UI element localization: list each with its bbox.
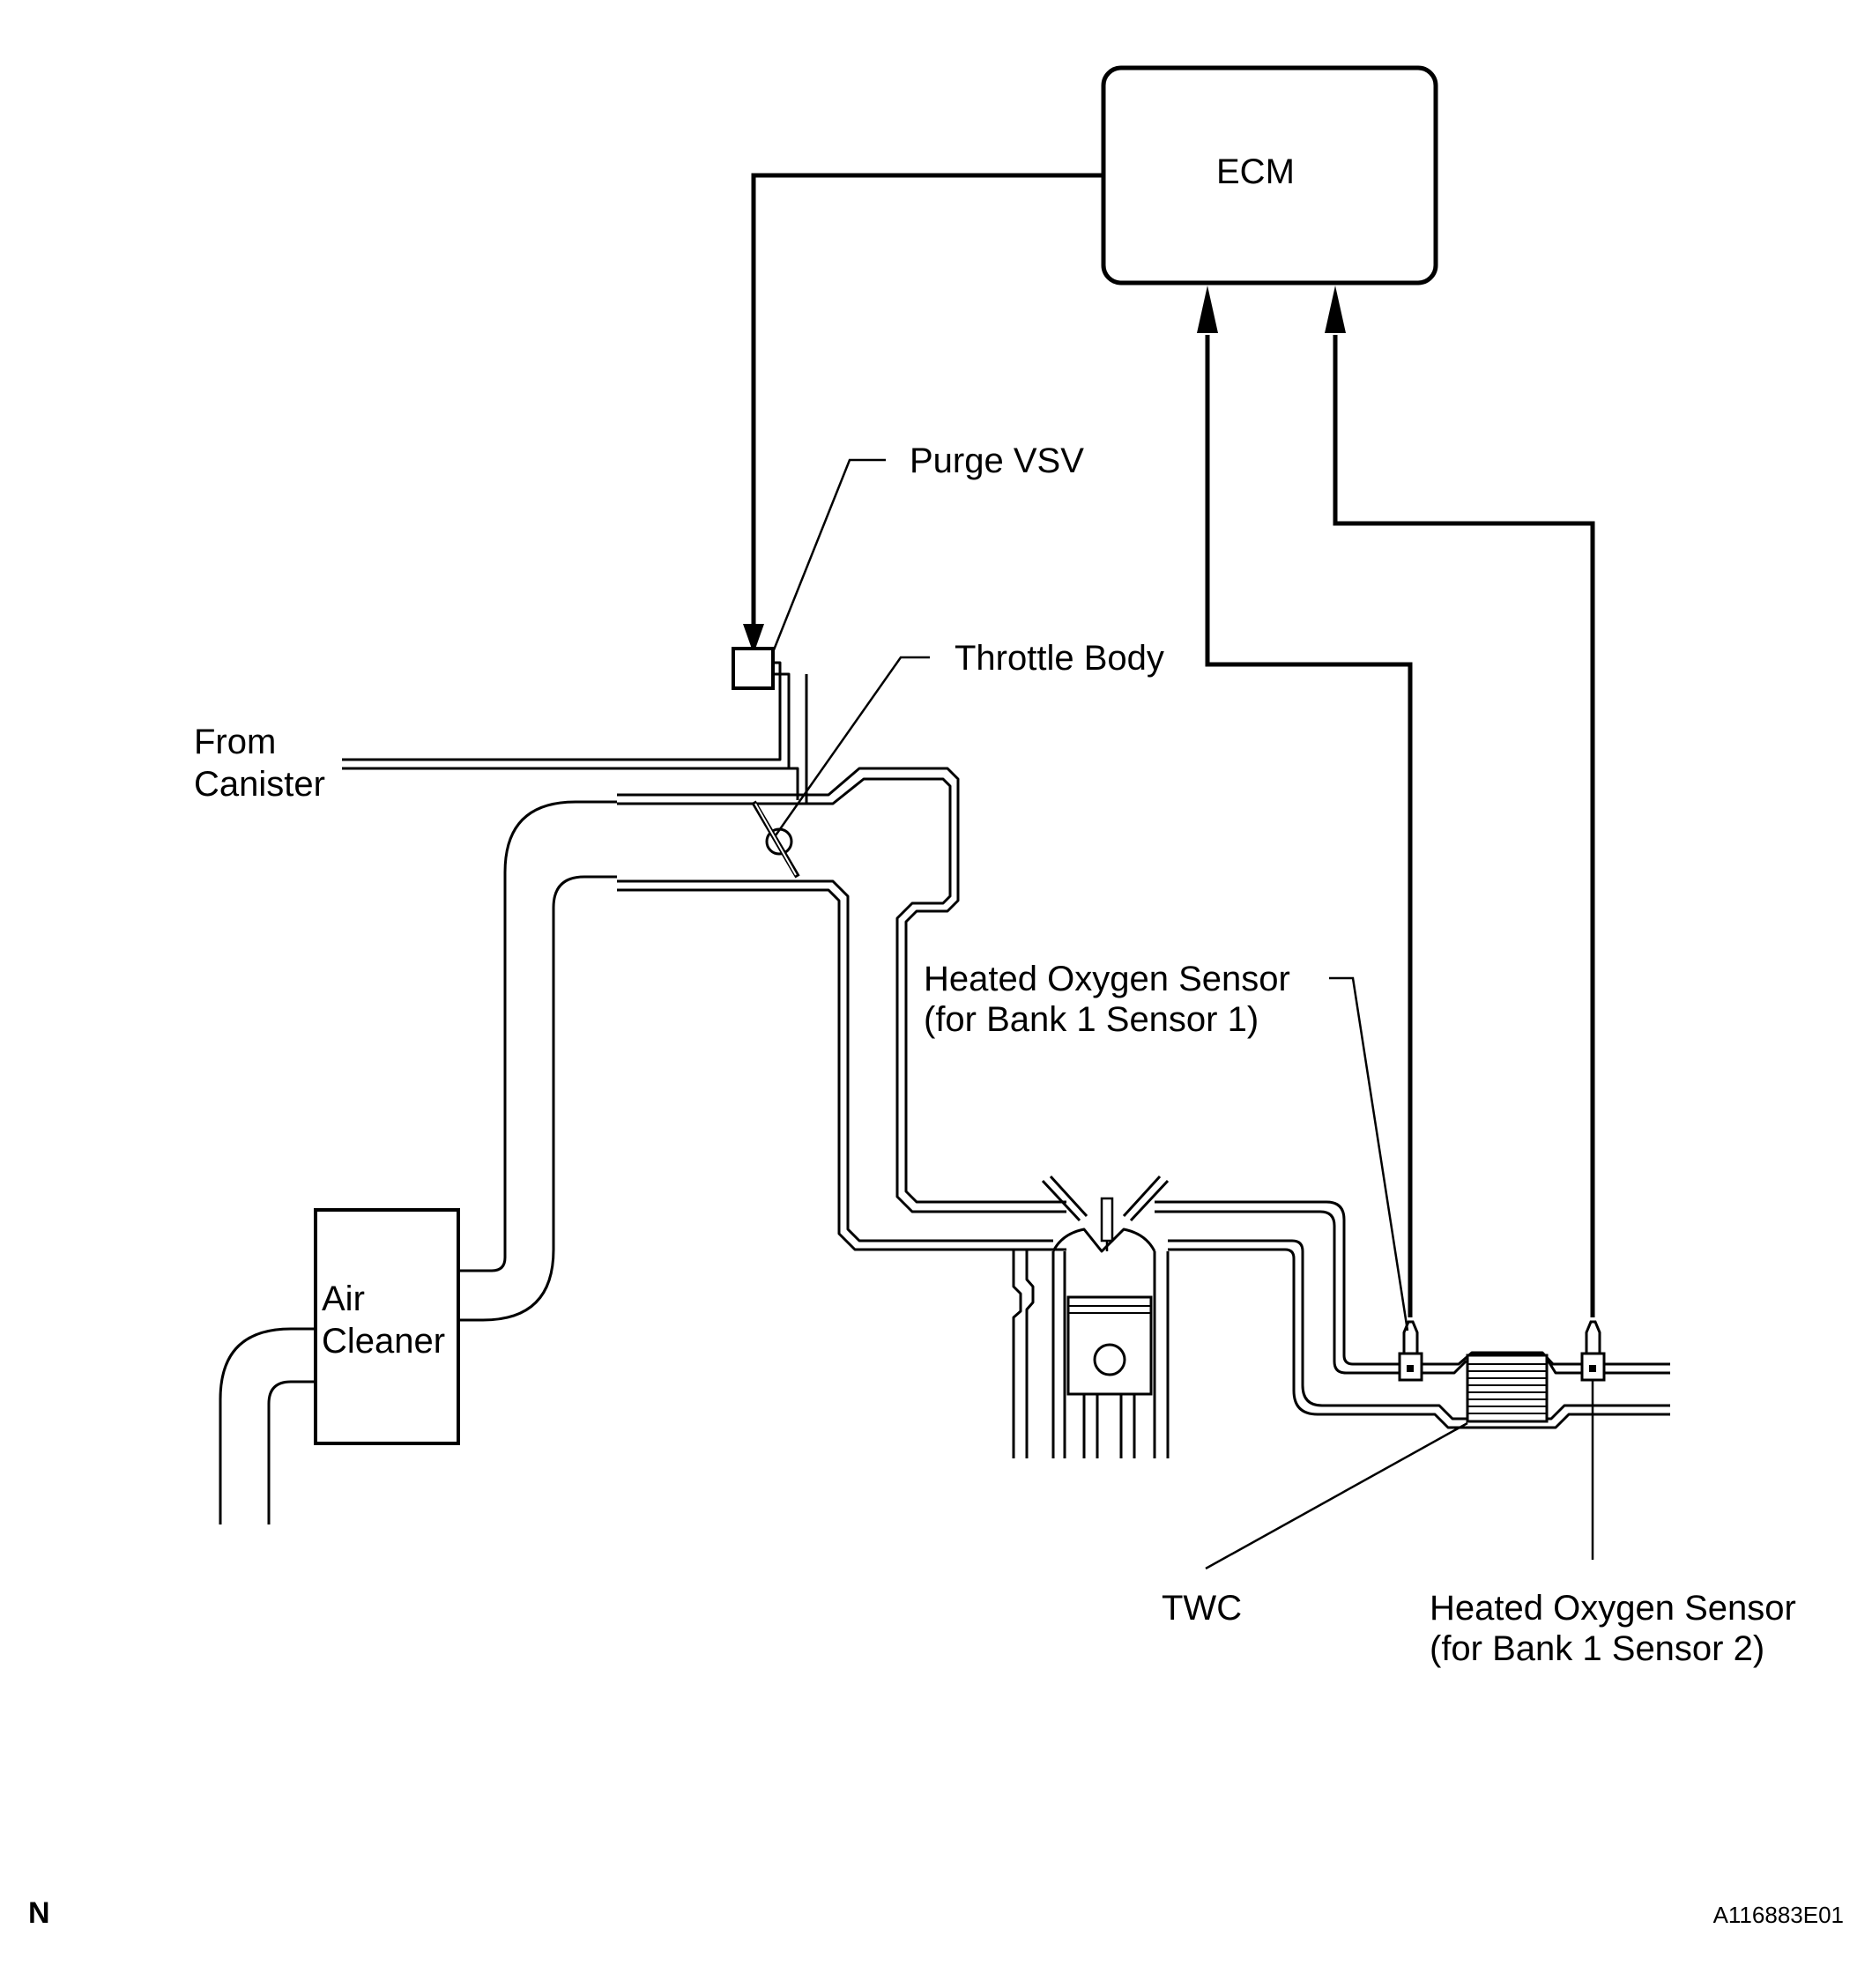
ho2s-b1s1-arrowhead [1197, 286, 1218, 333]
air-cleaner-label-2: Cleaner [322, 1322, 445, 1361]
twc-converter [1466, 1354, 1549, 1423]
purge-vsv-arrowhead [743, 624, 764, 654]
ho2s-b1s1-label-1: Heated Oxygen Sensor [924, 960, 1290, 998]
ho2s-b1s1-signal-wire [1205, 335, 1413, 1317]
throttle-body-label: Throttle Body [955, 639, 1164, 678]
throttle-body-leader [774, 656, 930, 836]
ho2s-b1s2-label-2: (for Bank 1 Sensor 2) [1430, 1629, 1764, 1668]
ecm-to-purge-vsv-wire [751, 173, 1103, 648]
air-cleaner-label-1: Air [322, 1280, 365, 1318]
ho2s-b1s2-label-1: Heated Oxygen Sensor [1430, 1589, 1796, 1628]
ho2s-b1s1-label-2: (for Bank 1 Sensor 1) [924, 1000, 1259, 1039]
engine-cylinder [1012, 1175, 1170, 1458]
ho2s-b1s1-sensor [1398, 1320, 1423, 1382]
purge-vsv-label: Purge VSV [910, 441, 1084, 480]
purge-vsv [732, 647, 775, 690]
throttle-body-housing [617, 767, 1066, 1251]
ecm-label: ECM [1216, 152, 1295, 191]
corner-letter: N [28, 1896, 50, 1930]
from-canister-label-2: Canister [194, 765, 325, 804]
intake-air-pipe [458, 800, 617, 1322]
ho2s-b1s2-sensor [1580, 1320, 1606, 1382]
air-cleaner [314, 1208, 460, 1445]
canister-purge-line [342, 661, 808, 804]
purge-vsv-leader [771, 458, 886, 653]
ho2s-b1s2-arrowhead [1325, 286, 1346, 333]
air-cleaner-inlet-pipe [219, 1327, 316, 1524]
twc-label: TWC [1162, 1589, 1242, 1628]
twc-leader [1205, 1421, 1468, 1570]
twc-hatching [1467, 1363, 1547, 1414]
from-canister-label-1: From [194, 723, 276, 761]
ho2s-b1s2-signal-wire [1333, 335, 1595, 1317]
figure-code: A116883E01 [1713, 1902, 1844, 1928]
throttle-valve-plate-inner [754, 803, 797, 876]
exhaust-pipe [1155, 1200, 1670, 1429]
ho2s-b1s1-leader [1329, 976, 1409, 1332]
